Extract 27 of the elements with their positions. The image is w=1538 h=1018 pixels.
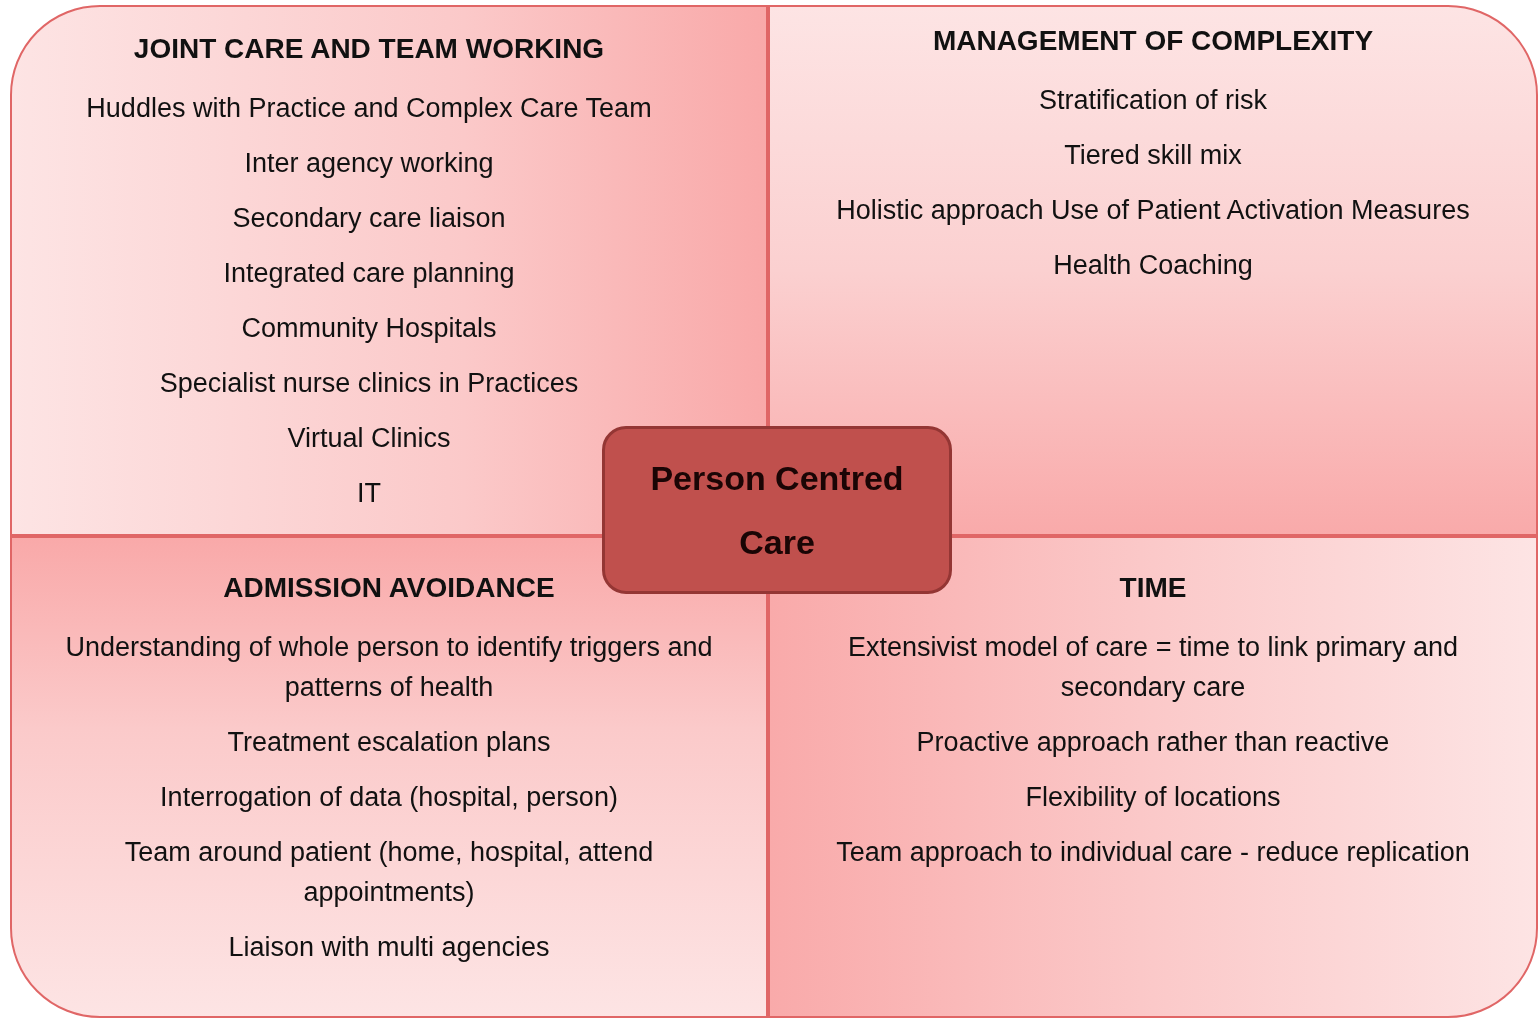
panel-item: Team approach to individual care - reduce replication <box>836 836 1470 869</box>
panel-item: IT <box>357 477 381 510</box>
panel-item: Understanding of whole person to identify triggers and patterns of health <box>64 631 714 704</box>
panel-item: Huddles with Practice and Complex Care Team <box>86 92 652 125</box>
panel-item: Community Hospitals <box>241 312 497 345</box>
panel-item: Flexibility of locations <box>1025 781 1281 814</box>
panel-item: Extensivist model of care = time to link primary and secondary care <box>847 631 1459 704</box>
center-title: Person Centred Care <box>649 458 905 563</box>
panel-item: Stratification of risk <box>1038 84 1268 117</box>
panel-item: Liaison with multi agencies <box>228 931 550 964</box>
panel-item: Interrogation of data (hospital, person) <box>160 781 618 814</box>
panel-item: Integrated care planning <box>223 257 515 290</box>
center-box <box>602 426 952 594</box>
panel-heading: ADMISSION AVOIDANCE <box>223 571 555 605</box>
panel-heading: JOINT CARE AND TEAM WORKING <box>133 32 605 66</box>
panel-item: Specialist nurse clinics in Practices <box>159 367 579 400</box>
panel-item: Health Coaching <box>1053 249 1253 282</box>
panel-item: Secondary care liaison <box>232 202 506 235</box>
panel-heading: TIME <box>1119 571 1187 605</box>
panel-item: Team around patient (home, hospital, attend appointments) <box>123 836 655 909</box>
panel-item: Treatment escalation plans <box>227 726 551 759</box>
panel-item: Virtual Clinics <box>287 422 451 455</box>
panel-heading: MANAGEMENT OF COMPLEXITY <box>932 24 1374 58</box>
panel-item: Tiered skill mix <box>1064 139 1242 172</box>
panel-item: Inter agency working <box>244 147 494 180</box>
panel-item: Holistic approach Use of Patient Activation Measures <box>836 194 1470 227</box>
panel-item: Proactive approach rather than reactive <box>916 726 1390 759</box>
